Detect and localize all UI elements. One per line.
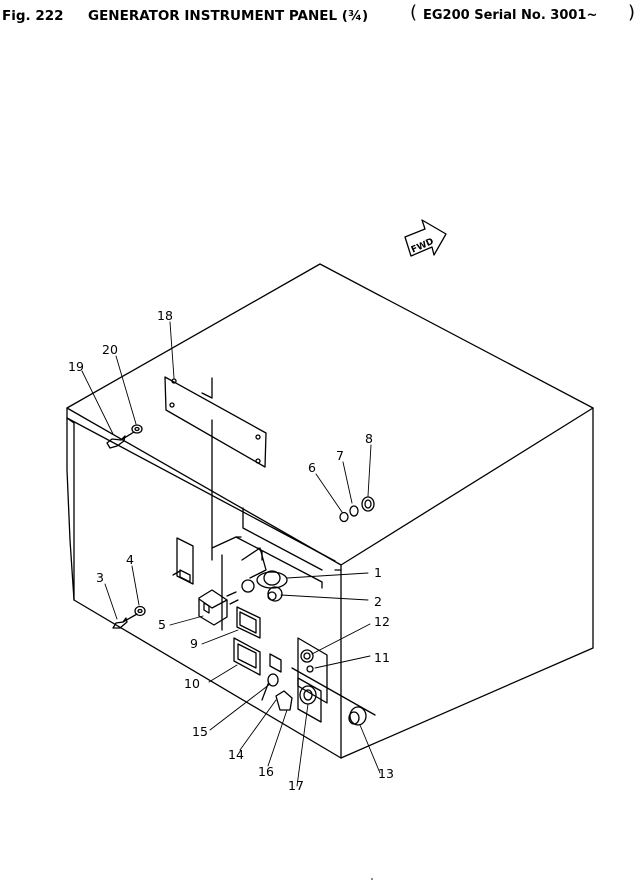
fwd-label: FWD [410,237,436,256]
callout-16: 16 [258,764,274,779]
figure-label: Fig. 222 [2,8,64,24]
washer-20 [131,424,143,434]
fwd-arrow-icon: FWD [404,219,447,257]
socket-17 [297,677,322,723]
knob-16 [275,690,293,711]
washer-4-hole [137,608,143,614]
side-switch-panel [172,537,194,585]
callout-7: 7 [336,448,344,463]
callout-13: 13 [378,766,394,781]
callout-19: 19 [68,359,84,374]
nut-8 [361,496,375,512]
receptacle-12 [300,649,314,663]
scan-dot [371,878,373,880]
callout-20: 20 [102,342,118,357]
washer-4 [134,605,146,617]
callout-5: 5 [158,617,166,632]
callout-15: 15 [192,724,208,739]
callout-1: 1 [374,565,382,580]
applicability-close-paren: ) [628,2,636,23]
panel-frame [201,377,323,631]
bolt-19 [106,431,135,449]
washer-20-hole [134,426,140,432]
callout-17: 17 [288,778,304,793]
figure-title: GENERATOR INSTRUMENT PANEL (¾) [88,8,369,24]
callout-numbers: 1 2 3 4 5 6 7 8 9 10 11 12 13 14 15 16 1… [68,308,394,793]
indicator-lamp-1 [241,547,288,593]
callout-18: 18 [157,308,173,323]
callout-9: 9 [190,636,198,651]
knob-13 [348,706,367,726]
callout-4: 4 [126,552,134,567]
lamp-11 [306,665,314,673]
switch-15 [269,653,282,673]
switch-5 [198,589,239,626]
callout-14: 14 [228,747,244,762]
nut-8-hole [364,499,372,509]
callout-8: 8 [365,431,373,446]
callout-10: 10 [184,676,200,691]
callout-6: 6 [308,460,316,475]
meter-10 [233,637,261,676]
washer-6 [339,511,349,523]
applicability-text: EG200 Serial No. 3001~ [423,8,598,23]
callout-3: 3 [96,570,104,585]
applicability-open-paren: ( [410,2,418,23]
callout-12: 12 [374,614,390,629]
generator-enclosure [66,263,594,759]
leader-lines [81,321,381,787]
figure-header: Fig. 222 GENERATOR INSTRUMENT PANEL (¾) … [0,0,641,28]
washer-7 [349,505,359,517]
meter-9 [236,606,261,639]
knob-2 [267,586,283,602]
bolt-3 [112,613,138,629]
nameplate [164,376,267,468]
callout-2: 2 [374,594,382,609]
callout-11: 11 [374,650,390,665]
